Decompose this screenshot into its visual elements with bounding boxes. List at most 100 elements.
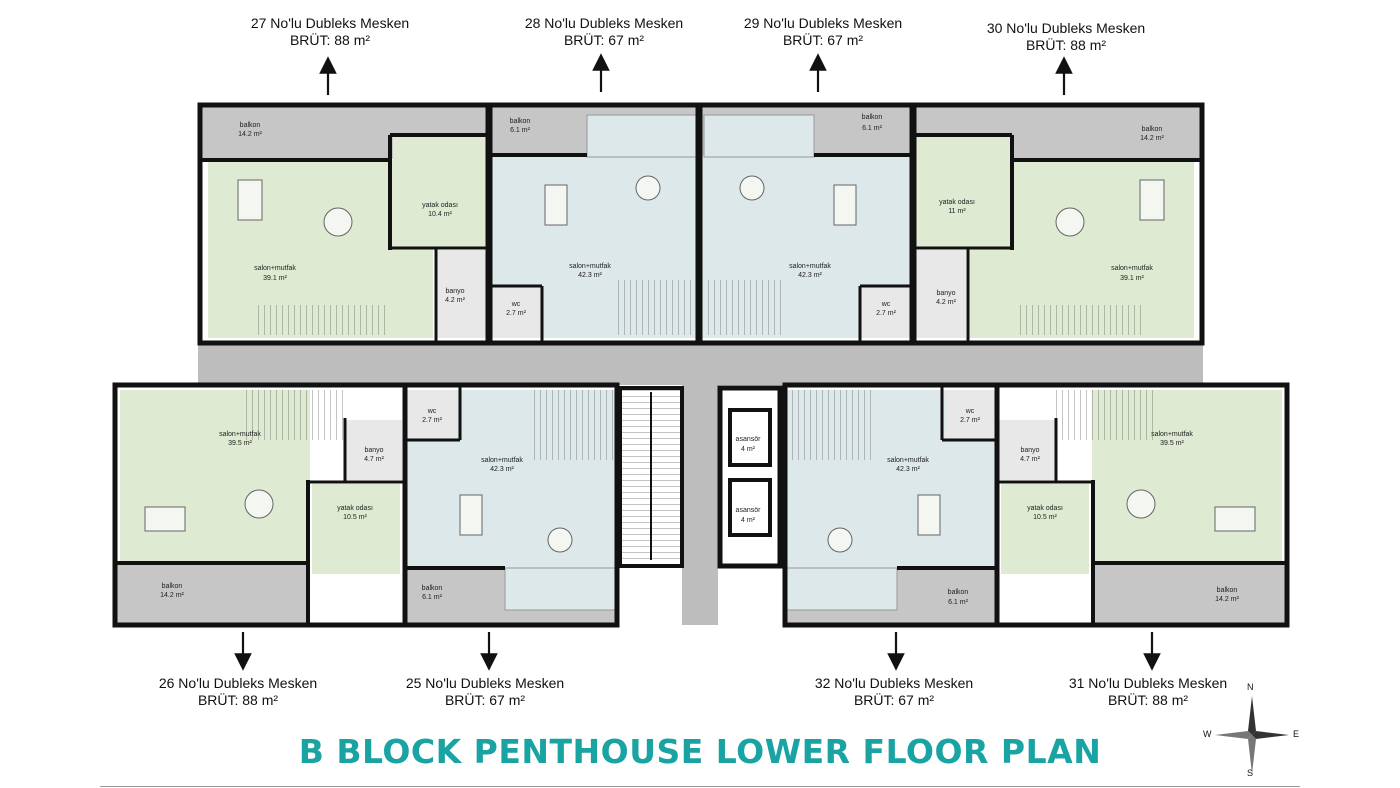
unit-area: BRÜT: 88 m² <box>197 692 279 708</box>
elevator-1 <box>728 408 772 467</box>
corridor <box>198 343 1203 385</box>
living-label: salon+mutfak <box>481 457 523 464</box>
floor-plan: balkon 14.2 m² salon+mutfak 39.1 m² yata… <box>112 53 1290 671</box>
unit-label-27: 27 No'lu Dubleks Mesken BRÜT: 88 m² <box>220 15 440 49</box>
bedroom-label: yatak odası <box>939 199 975 206</box>
living-label: salon+mutfak <box>789 263 831 270</box>
bathroom <box>999 420 1055 480</box>
living-area: 42.3 m² <box>578 272 602 279</box>
dining-table <box>833 184 857 226</box>
wc-room <box>862 288 910 338</box>
unit-25: wc 2.7 m² salon+mutfak 42.3 m² balkon 6.… <box>402 382 620 628</box>
compass-e: E <box>1293 729 1300 739</box>
bath-label: banyo <box>936 290 955 297</box>
stairs <box>530 390 615 460</box>
corridor-core <box>682 385 718 625</box>
balcony-label: balkon <box>948 589 969 596</box>
bedroom-area: 10.5 m² <box>1033 514 1057 521</box>
balcony-area: 6.1 m² <box>948 599 969 606</box>
unit-29: balkon 6.1 m² salon+mutfak 42.3 m² wc 2.… <box>697 102 915 346</box>
bedroom-area: 10.5 m² <box>343 514 367 521</box>
dining-table <box>1214 506 1256 532</box>
unit-26: salon+mutfak 39.5 m² banyo 4.7 m² yatak … <box>112 382 408 628</box>
living-label: salon+mutfak <box>1111 265 1153 272</box>
terrace <box>786 567 898 611</box>
bedroom-label: yatak odası <box>337 505 373 512</box>
bath-area: 4.2 m² <box>445 297 466 304</box>
stairs <box>1056 390 1156 440</box>
elevator-1-area: 4 m² <box>741 446 756 453</box>
compass-w: W <box>1203 729 1212 739</box>
unit-name: 30 No'lu Dubleks Mesken <box>986 20 1146 36</box>
unit-area: BRÜT: 67 m² <box>782 32 864 48</box>
bathroom <box>437 250 487 338</box>
balcony-area: 6.1 m² <box>510 127 531 134</box>
unit-label-31: 31 No'lu Dubleks Mesken BRÜT: 88 m² <box>1038 675 1258 709</box>
page-title: B BLOCK PENTHOUSE LOWER FLOOR PLAN <box>298 732 1102 771</box>
unit-arrows <box>234 53 1161 671</box>
balcony-label: balkon <box>862 114 883 121</box>
balcony-label: balkon <box>240 122 261 129</box>
living-label: salon+mutfak <box>1151 431 1193 438</box>
wc-label: wc <box>427 408 437 415</box>
table <box>244 489 274 519</box>
elevator-2-label: asansör <box>736 507 762 514</box>
elevator-2 <box>728 478 772 537</box>
living-label: salon+mutfak <box>219 431 261 438</box>
bath-label: banyo <box>1020 447 1039 454</box>
dining-table <box>1139 179 1165 221</box>
bathroom <box>346 420 402 480</box>
dining-table <box>917 494 941 536</box>
living-area: 42.3 m² <box>798 272 822 279</box>
balcony-label: balkon <box>1142 126 1163 133</box>
furniture <box>144 175 1256 553</box>
living-area: 39.1 m² <box>263 275 287 282</box>
bedroom <box>916 137 1011 247</box>
balcony-area: 14.2 m² <box>160 592 184 599</box>
dining-table <box>144 506 186 532</box>
bath-label: banyo <box>445 288 464 295</box>
table <box>323 207 353 237</box>
balcony <box>115 565 308 625</box>
unit-area: BRÜT: 67 m² <box>444 692 526 708</box>
wc-label: wc <box>511 301 521 308</box>
unit-area: BRÜT: 67 m² <box>563 32 645 48</box>
compass-s: S <box>1247 768 1254 778</box>
dining-table <box>459 494 483 536</box>
bedroom <box>312 484 400 574</box>
unit-31: salon+mutfak 39.5 m² banyo 4.7 m² yatak … <box>994 382 1290 628</box>
wc-room <box>492 288 540 338</box>
balcony-label: balkon <box>162 583 183 590</box>
stairs <box>705 280 785 335</box>
terrace <box>586 114 698 158</box>
dining-table <box>237 179 263 221</box>
unit-area: BRÜT: 88 m² <box>1025 37 1107 53</box>
balcony-area: 6.1 m² <box>862 125 883 132</box>
stairs <box>615 280 695 335</box>
unit-label-29: 29 No'lu Dubleks Mesken BRÜT: 67 m² <box>713 15 933 49</box>
unit-name: 29 No'lu Dubleks Mesken <box>743 15 903 31</box>
wc-area: 2.7 m² <box>960 417 981 424</box>
unit-name: 25 No'lu Dubleks Mesken <box>405 675 565 691</box>
unit-label-32: 32 No'lu Dubleks Mesken BRÜT: 67 m² <box>784 675 1004 709</box>
bath-area: 4.7 m² <box>1020 456 1041 463</box>
wc-room <box>945 390 995 438</box>
bathroom <box>916 250 966 338</box>
divider <box>100 786 1300 787</box>
elevator-2-area: 4 m² <box>741 517 756 524</box>
living-area: 39.5 m² <box>228 440 252 447</box>
living-area: 39.5 m² <box>1160 440 1184 447</box>
wc-label: wc <box>965 408 975 415</box>
outline <box>911 102 1205 346</box>
compass: N S W E <box>1203 682 1300 782</box>
unit-32: wc 2.7 m² salon+mutfak 42.3 m² balkon 6.… <box>782 382 1000 628</box>
table <box>547 527 573 553</box>
unit-28: balkon 6.1 m² salon+mutfak 42.3 m² wc 2.… <box>487 102 701 346</box>
wc-room <box>407 390 457 438</box>
terrace <box>504 567 616 611</box>
table <box>739 175 765 201</box>
stairs <box>255 305 385 335</box>
stairs <box>245 390 345 440</box>
terrace <box>703 114 815 158</box>
unit-area: BRÜT: 67 m² <box>853 692 935 708</box>
